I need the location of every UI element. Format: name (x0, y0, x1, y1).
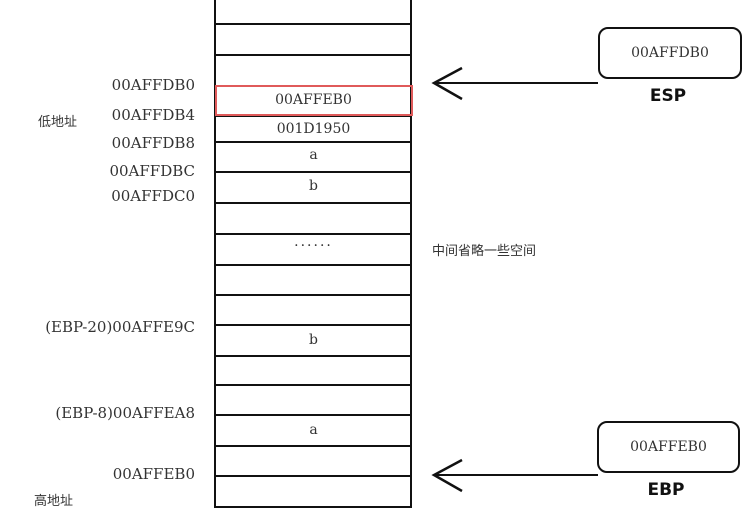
address-label: 00AFFEB0 (112, 465, 195, 483)
address-label: (EBP-8)00AFFEA8 (55, 404, 195, 422)
ebp-value-box: 00AFFEB0 (597, 421, 740, 473)
omitted-space-label: 中间省略一些空间 (432, 244, 537, 259)
esp-arrow (431, 66, 598, 101)
ebp-register-label: EBP (647, 480, 685, 500)
low-address-label: 低地址 (38, 115, 78, 130)
address-label: 00AFFDB0 (111, 76, 195, 94)
esp-register-label: ESP (649, 86, 687, 106)
stack-cell-ellipsis: ······ (294, 238, 333, 254)
esp-value-box: 00AFFDB0 (598, 27, 742, 79)
address-label: 00AFFDB8 (111, 134, 195, 152)
stack-cell-var-a: a (309, 422, 318, 438)
stack-cell-var-b: b (309, 332, 318, 348)
address-label: 00AFFDC0 (111, 187, 195, 205)
address-label: 00AFFDB4 (111, 106, 195, 124)
high-address-label: 高地址 (34, 494, 74, 509)
stack-cell-var-a: a (309, 147, 318, 163)
stack-column (214, 0, 412, 508)
stack-cell-var-b: b (309, 178, 318, 194)
address-label: 00AFFDBC (109, 162, 195, 180)
stack-cell-saved-ebp: 00AFFEB0 (275, 92, 352, 108)
stack-cell-return-address: 001D1950 (276, 121, 351, 137)
address-label: (EBP-20)00AFFE9C (45, 318, 195, 336)
highlight-box (215, 85, 413, 116)
ebp-arrow (431, 458, 598, 493)
stack-row-dividers (215, 23, 411, 477)
